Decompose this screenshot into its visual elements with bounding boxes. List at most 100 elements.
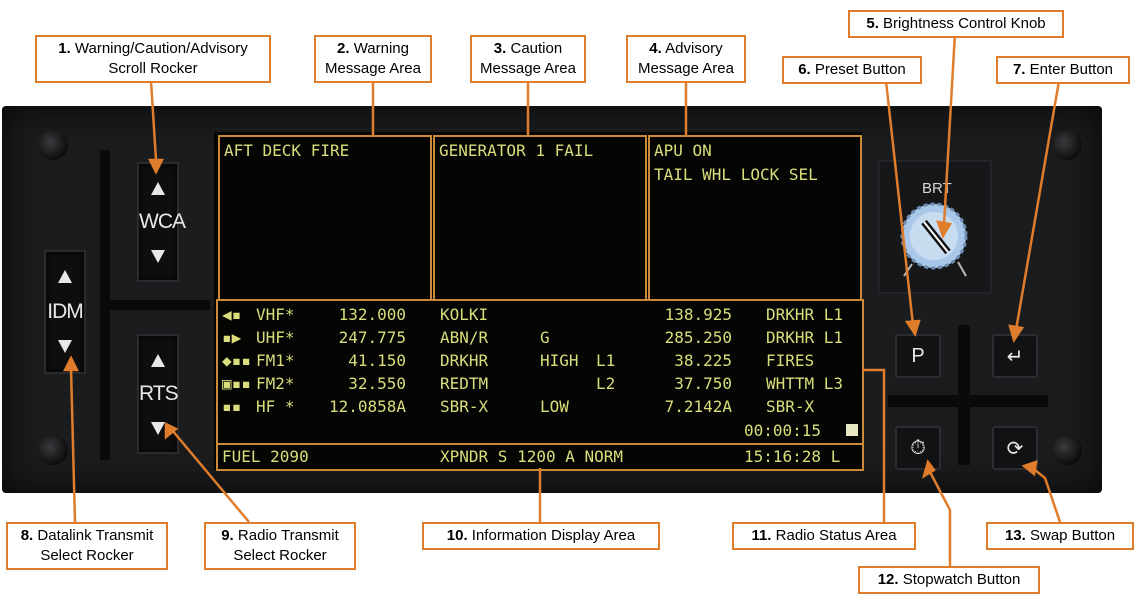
wca-label: WCA	[139, 210, 186, 233]
radio-lvl-cell: L2	[596, 374, 616, 393]
callout-radio-status-area: 11. Radio Status Area	[732, 522, 916, 550]
callout-advisory-area: 4. Advisory Message Area	[626, 35, 746, 83]
callout-text: Swap Button	[1029, 527, 1116, 544]
arrow-up-icon[interactable]	[151, 354, 165, 367]
arrow-down-icon[interactable]	[151, 422, 165, 435]
arrow-down-icon[interactable]	[151, 250, 165, 263]
swap-button[interactable]: ⟳	[992, 426, 1038, 470]
callout-swap-button: 13. Swap Button	[986, 522, 1134, 550]
screw-icon	[1052, 435, 1082, 465]
warning-message: AFT DECK FIRE	[224, 141, 350, 160]
radio-sfreq-cell: 138.925	[664, 305, 732, 324]
callout-number: 3.	[493, 40, 507, 57]
callout-stopwatch-button: 12. Stopwatch Button	[858, 566, 1040, 594]
radio-sym-cell: ▣▪▪	[222, 374, 251, 393]
swap-icon: ⟳	[1006, 437, 1024, 460]
rts-radio-rocker[interactable]: RTS	[137, 334, 179, 454]
radio-freq-cell: 247.775	[338, 328, 406, 347]
screw-icon	[38, 130, 68, 160]
advisory-message-area: APU ON TAIL WHL LOCK SEL	[648, 135, 862, 301]
callout-text: Message Area	[325, 60, 421, 77]
radio-net-cell: SBR-X	[440, 397, 489, 416]
brt-label: BRT	[922, 180, 952, 197]
idm-datalink-rocker[interactable]: IDM	[44, 250, 86, 374]
warning-message-area: AFT DECK FIRE	[218, 135, 432, 301]
callout-preset-button: 6. Preset Button	[782, 56, 922, 84]
callout-number: 8.	[20, 527, 34, 544]
screw-icon	[1052, 130, 1082, 160]
stopwatch-icon: ⏱	[910, 436, 926, 459]
stopwatch-button[interactable]: ⏱	[895, 426, 941, 470]
radio-sfreq-cell: 37.750	[674, 374, 732, 393]
screw-icon	[38, 435, 68, 465]
clock-readout: 15:16:28 L	[744, 447, 841, 466]
callout-text: Radio Transmit	[237, 527, 339, 544]
callout-text: Enter Button	[1029, 61, 1114, 78]
radio-net-cell: DRKHR	[440, 351, 489, 370]
callout-text: Scroll Rocker	[108, 60, 198, 77]
radio-mode-cell: LOW	[540, 397, 569, 416]
callout-brightness-knob: 5. Brightness Control Knob	[848, 10, 1064, 38]
radio-net-cell: REDTM	[440, 374, 489, 393]
callout-text: Stopwatch Button	[902, 571, 1021, 588]
callout-text: Warning/Caution/Advisory	[74, 40, 248, 57]
callout-number: 2.	[337, 40, 350, 57]
preset-button[interactable]: P	[895, 334, 941, 378]
radio-name-cell: FM2*	[256, 374, 295, 393]
callout-text: Advisory	[665, 40, 723, 57]
radio-name-cell: HF *	[256, 397, 295, 416]
transponder-readout: XPNDR S 1200 A NORM	[440, 447, 624, 466]
radio-snet-cell: FIRES	[766, 351, 815, 370]
callout-number: 7.	[1012, 61, 1026, 78]
arrow-up-icon[interactable]	[151, 182, 165, 195]
radio-sym-cell: ▪▶	[222, 328, 242, 347]
radio-snet-cell: DRKHR L1	[766, 328, 844, 347]
callout-text: Warning	[353, 40, 409, 57]
arrow-down-icon[interactable]	[58, 340, 72, 353]
callout-number: 13.	[1004, 527, 1026, 544]
callout-text: Radio Status Area	[775, 527, 897, 544]
callout-text: Message Area	[480, 60, 576, 77]
radio-mode-cell: G	[540, 328, 550, 347]
radio-sym-cell: ◆▪▪	[222, 351, 251, 370]
callout-warning-area: 2. Warning Message Area	[314, 35, 432, 83]
panel-divider	[888, 395, 1048, 407]
caution-message: GENERATOR 1 FAIL	[439, 141, 594, 160]
callout-text: Information Display Area	[471, 527, 636, 544]
radio-timer: 00:00:15	[744, 421, 822, 440]
callout-number: 12.	[877, 571, 899, 588]
callout-text: Datalink Transmit	[37, 527, 154, 544]
radio-sym-cell: ▪▪	[222, 397, 242, 416]
advisory-message: APU ON	[654, 141, 712, 160]
callout-number: 4.	[649, 40, 662, 57]
radio-sfreq-cell: 7.2142A	[664, 397, 732, 416]
panel-divider	[100, 300, 210, 310]
radio-sfreq-cell: 38.225	[674, 351, 732, 370]
rts-label: RTS	[139, 382, 179, 405]
callout-number: 6.	[798, 61, 811, 78]
fuel-readout: FUEL 2090	[222, 447, 309, 466]
arrow-up-icon[interactable]	[58, 270, 72, 283]
radio-freq-cell: 12.0858A	[328, 397, 406, 416]
callout-text: Message Area	[638, 60, 734, 77]
callout-text: Brightness Control Knob	[883, 15, 1046, 32]
callout-text: Select Rocker	[40, 547, 134, 564]
callout-text: Select Rocker	[233, 547, 327, 564]
idm-label: IDM	[47, 300, 84, 323]
enter-button[interactable]: ↵	[992, 334, 1038, 378]
wca-scroll-rocker[interactable]: WCA	[137, 162, 186, 282]
radio-freq-cell: 132.000	[338, 305, 406, 324]
callout-number: 9.	[221, 527, 234, 544]
callout-text: Preset Button	[814, 61, 906, 78]
caution-message-area: GENERATOR 1 FAIL	[433, 135, 647, 301]
callout-number: 10.	[446, 527, 468, 544]
radio-snet-cell: WHTTM L3	[766, 374, 844, 393]
callout-datalink-rocker: 8. Datalink Transmit Select Rocker	[6, 522, 168, 570]
radio-name-cell: VHF*	[256, 305, 295, 324]
radio-snet-cell: DRKHR L1	[766, 305, 844, 324]
enter-icon: ↵	[1006, 345, 1024, 368]
cursor-square-icon	[846, 424, 858, 436]
callout-radio-rocker: 9. Radio Transmit Select Rocker	[204, 522, 356, 570]
callout-wca-rocker: 1. Warning/Caution/Advisory Scroll Rocke…	[35, 35, 271, 83]
radio-freq-cell: 32.550	[348, 374, 406, 393]
